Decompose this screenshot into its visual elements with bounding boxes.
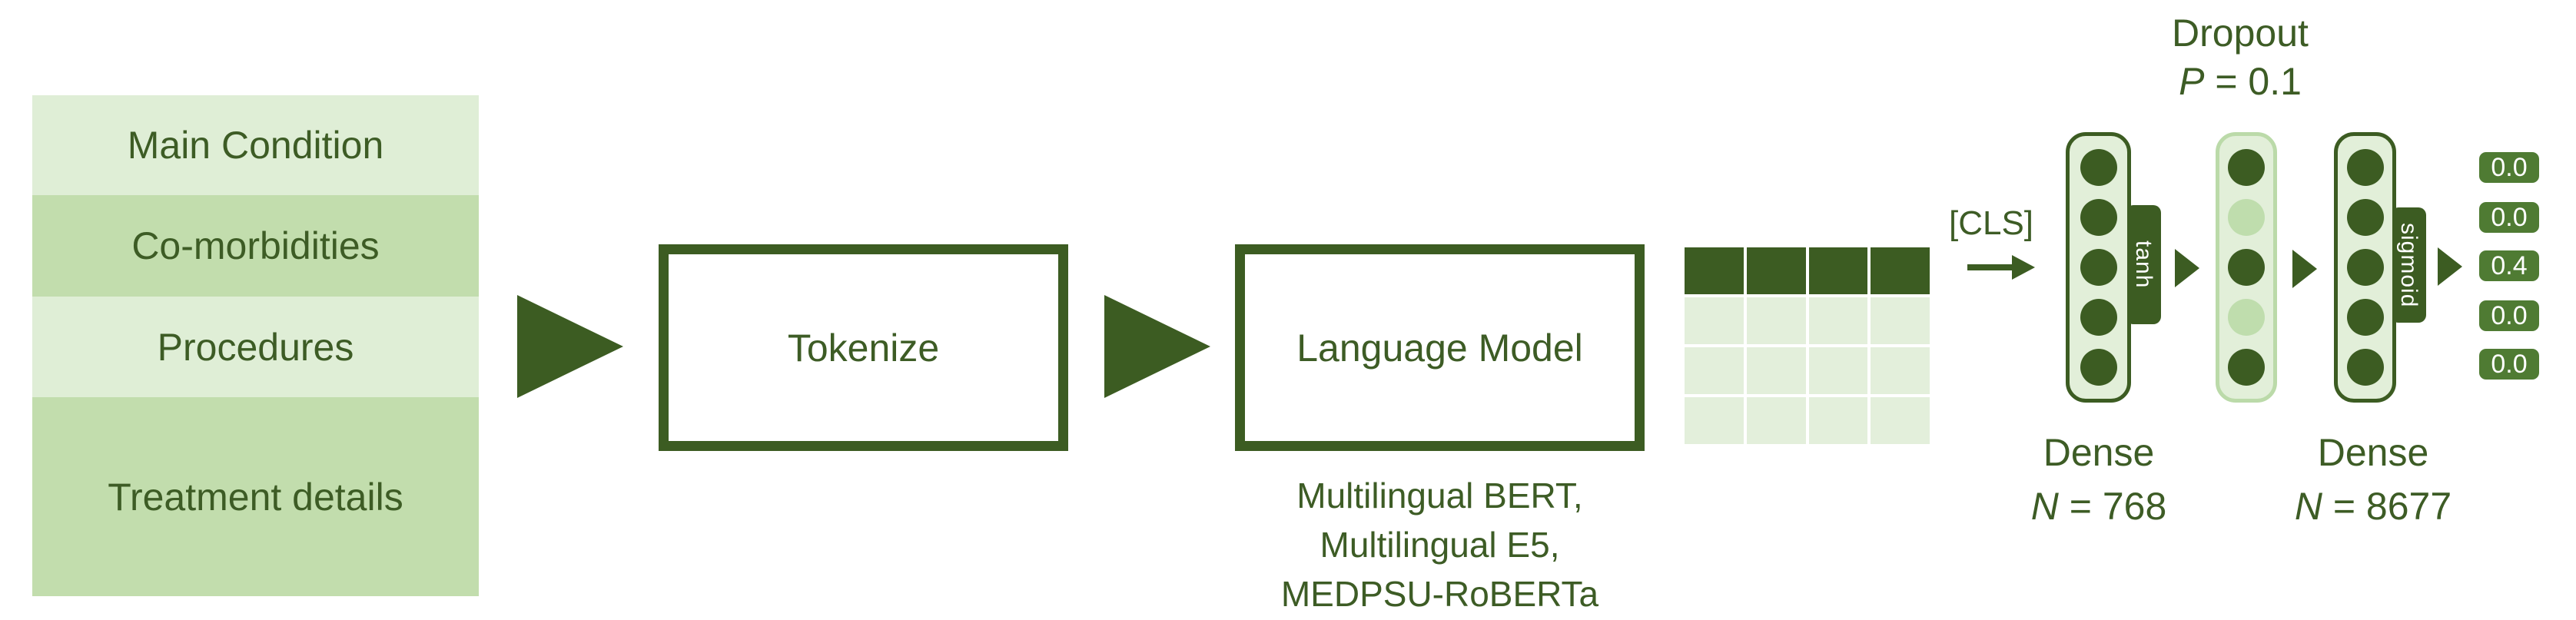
layer-arrow-icon: [2175, 249, 2199, 287]
dense2-n-line: N = 8677: [2235, 479, 2511, 533]
dense1-n-symbol: N: [2030, 485, 2059, 528]
input-stack: Main Condition Co-morbidities Procedures…: [32, 95, 479, 596]
embedding-table: [1685, 247, 1930, 444]
language-model-box: Language Model: [1235, 244, 1645, 451]
table-cell: [1808, 347, 1868, 394]
sigmoid-activation-tab: sigmoid: [2391, 207, 2426, 323]
dense2-n-symbol: N: [2294, 485, 2322, 528]
output-value-chip: 0.0: [2479, 300, 2539, 331]
neuron-dot: [2080, 299, 2117, 336]
stack-row-treatment-details: Treatment details: [32, 397, 479, 596]
dense1-n-line: N = 768: [1960, 479, 2237, 533]
table-cell: [1871, 347, 1930, 394]
dropout-p-symbol: P: [2179, 60, 2205, 103]
neuron-dot: [2346, 299, 2384, 336]
neuron-dot: [2346, 249, 2384, 286]
flow-arrow-icon: [517, 295, 623, 398]
stack-row-main-condition: Main Condition: [32, 95, 479, 195]
table-header-cell: [1871, 247, 1930, 294]
neuron-dot-dropped: [2228, 199, 2265, 236]
table-cell: [1808, 397, 1868, 444]
cls-arrow-icon: [1967, 264, 2012, 270]
table-cell: [1871, 397, 1930, 444]
sigmoid-label: sigmoid: [2396, 222, 2422, 308]
table-cell: [1685, 347, 1744, 394]
neuron-dot-dropped: [2228, 299, 2265, 336]
dense1-label: Dense N = 768: [1960, 426, 2237, 533]
cls-arrowhead-icon: [2012, 255, 2035, 280]
output-value-chip: 0.0: [2479, 202, 2539, 233]
layer-arrow-icon: [2438, 247, 2462, 286]
dense2-name: Dense: [2317, 431, 2429, 474]
neuron-dot-kept: [2228, 249, 2265, 286]
stack-row-label: Treatment details: [108, 475, 403, 519]
neuron-dot-kept: [2228, 349, 2265, 386]
neuron-dot: [2080, 349, 2117, 386]
table-cell: [1685, 397, 1744, 444]
dense1-name: Dense: [2043, 431, 2155, 474]
flow-arrow-icon: [1104, 295, 1210, 398]
tokenize-box: Tokenize: [659, 244, 1068, 451]
layer-arrow-icon: [2292, 250, 2317, 288]
table-header-cell: [1685, 247, 1744, 294]
language-model-label: Language Model: [1296, 326, 1583, 370]
stack-row-procedures: Procedures: [32, 297, 479, 397]
cls-token-label: [CLS]: [1948, 204, 2034, 242]
neuron-dot: [2346, 199, 2384, 236]
dense1-n-value: = 768: [2058, 485, 2167, 528]
dense2-layer-capsule: [2334, 132, 2396, 403]
neuron-dot-kept: [2228, 149, 2265, 186]
neuron-dot: [2346, 149, 2384, 186]
neuron-dot: [2346, 349, 2384, 386]
output-value-chip: 0.0: [2479, 152, 2539, 183]
neuron-dot: [2080, 249, 2117, 286]
tanh-activation-tab: tanh: [2126, 205, 2161, 324]
output-value-chip: 0.4: [2479, 250, 2539, 281]
dense2-label: Dense N = 8677: [2235, 426, 2511, 533]
dropout-p-line: P = 0.1: [2125, 58, 2355, 106]
stack-row-label: Procedures: [157, 325, 354, 369]
tokenize-label: Tokenize: [787, 326, 940, 370]
table-cell: [1746, 347, 1806, 394]
dropout-p-value: = 0.1: [2204, 60, 2302, 103]
neuron-dot: [2080, 199, 2117, 236]
dropout-title-line: Dropout: [2172, 12, 2309, 55]
table-cell: [1746, 397, 1806, 444]
stack-row-label: Co-morbidities: [131, 224, 380, 267]
table-cell: [1871, 297, 1930, 344]
table-header-cell: [1808, 247, 1868, 294]
table-cell: [1746, 297, 1806, 344]
neuron-dot: [2080, 149, 2117, 186]
table-cell: [1808, 297, 1868, 344]
dropout-title: Dropout P = 0.1: [2125, 9, 2355, 106]
output-value-chip: 0.0: [2479, 349, 2539, 380]
dense2-n-value: = 8677: [2322, 485, 2452, 528]
stack-row-co-morbidities: Co-morbidities: [32, 195, 479, 297]
stack-row-label: Main Condition: [127, 124, 384, 167]
dropout-layer-capsule: [2216, 132, 2277, 403]
table-header-cell: [1746, 247, 1806, 294]
table-cell: [1685, 297, 1744, 344]
tanh-label: tanh: [2131, 240, 2156, 289]
dense1-layer-capsule: [2066, 132, 2131, 403]
model-list-item: MEDPSU-RoBERTa: [1280, 574, 1599, 614]
model-list-item: Multilingual E5,: [1320, 525, 1560, 565]
model-list: Multilingual BERT, Multilingual E5, MEDP…: [1177, 471, 1702, 618]
model-list-item: Multilingual BERT,: [1296, 476, 1583, 516]
